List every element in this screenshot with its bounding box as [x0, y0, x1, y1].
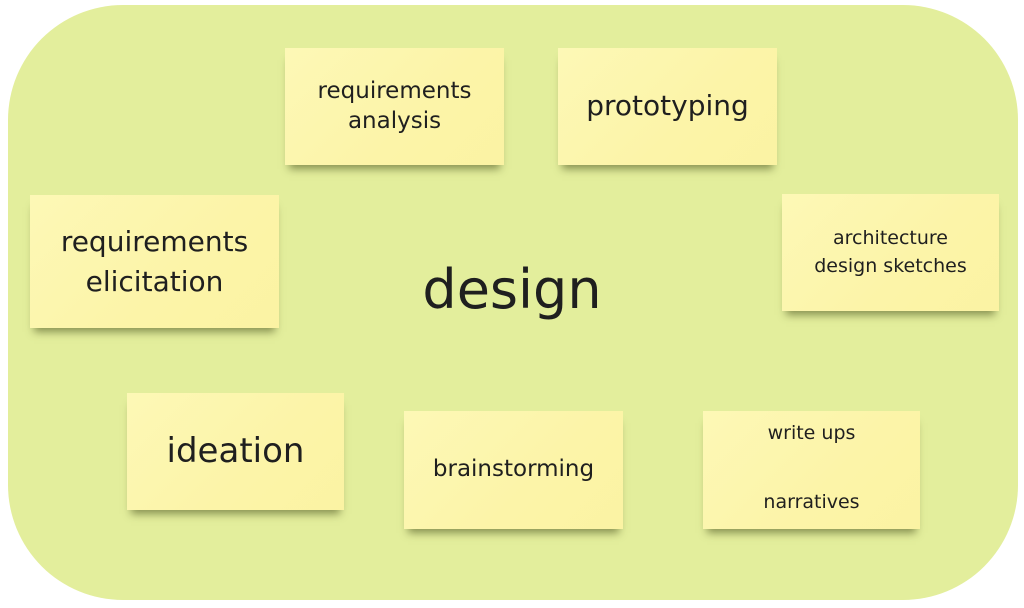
- sticky-note-requirements-elicitation[interactable]: requirements elicitation: [30, 195, 279, 328]
- note-line: narratives: [763, 491, 860, 514]
- note-line: prototyping: [586, 89, 749, 123]
- sticky-note-ideation[interactable]: ideation: [127, 393, 344, 510]
- note-line: requirements: [317, 77, 472, 104]
- note-line: requirements: [60, 225, 249, 259]
- sticky-note-brainstorming[interactable]: brainstorming: [404, 411, 623, 529]
- note-line: write ups: [767, 422, 856, 444]
- note-line: brainstorming: [432, 456, 595, 483]
- center-label: design: [422, 258, 602, 321]
- sticky-note-write-ups-narratives[interactable]: write ups narratives: [703, 411, 920, 529]
- note-line: architecture: [833, 226, 948, 249]
- sticky-note-architecture-design-sketches[interactable]: architecture design sketches: [782, 194, 999, 311]
- note-line: elicitation: [85, 264, 224, 298]
- note-line: ideation: [166, 431, 305, 472]
- sticky-note-requirements-analysis[interactable]: requirements analysis: [285, 48, 504, 165]
- note-line: design sketches: [814, 254, 967, 277]
- sticky-note-prototyping[interactable]: prototyping: [558, 48, 777, 165]
- note-line: analysis: [347, 107, 442, 134]
